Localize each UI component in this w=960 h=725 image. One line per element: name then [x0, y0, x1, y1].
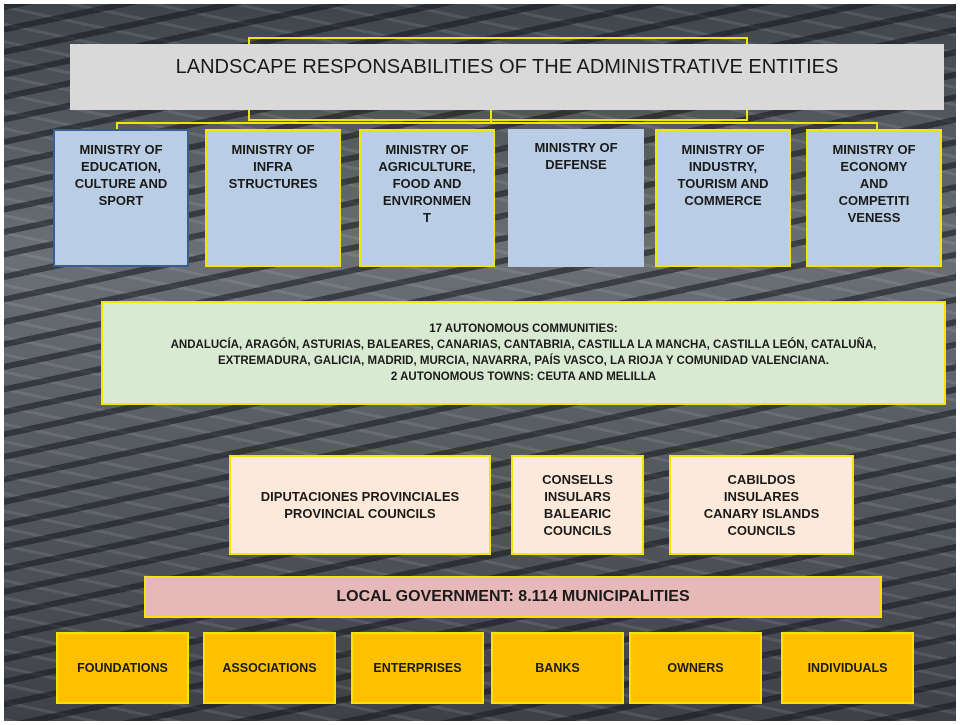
diagram-title: LANDSCAPE RESPONSABILITIES OF THE ADMINI… — [70, 44, 944, 110]
ministry-education-box: MINISTRY OF EDUCATION, CULTURE AND SPORT — [53, 129, 189, 267]
communities-heading: 17 AUTONOMOUS COMMUNITIES: — [429, 323, 618, 335]
individuals-box: INDIVIDUALS — [781, 632, 914, 704]
canary-councils-box: CABILDOS INSULARES CANARY ISLANDS COUNCI… — [669, 455, 854, 555]
slide-background: LANDSCAPE RESPONSABILITIES OF THE ADMINI… — [4, 4, 956, 721]
enterprises-box: ENTERPRISES — [351, 632, 484, 704]
ministry-defense-box: MINISTRY OF DEFENSE — [508, 129, 644, 267]
banks-box: BANKS — [491, 632, 624, 704]
foundations-box: FOUNDATIONS — [56, 632, 189, 704]
connector-center-line — [490, 104, 492, 124]
ministry-economy-box: MINISTRY OF ECONOMY AND COMPETITI VENESS — [806, 129, 942, 267]
ministry-agriculture-box: MINISTRY OF AGRICULTURE, FOOD AND ENVIRO… — [359, 129, 495, 267]
baleric-councils-box: CONSELLS INSULARS BALEARIC COUNCILS — [511, 455, 644, 555]
ministry-infrastructures-box: MINISTRY OF INFRA STRUCTURES — [205, 129, 341, 267]
local-government-box: LOCAL GOVERNMENT: 8.114 MUNICIPALITIES — [144, 576, 882, 618]
autonomous-towns: 2 AUTONOMOUS TOWNS: CEUTA AND MELILLA — [390, 371, 657, 383]
ministry-industry-box: MINISTRY OF INDUSTRY, TOURISM AND COMMER… — [655, 129, 791, 267]
autonomous-communities-box: 17 AUTONOMOUS COMMUNITIES: ANDALUCÍA, AR… — [101, 301, 946, 405]
communities-list-line-2: EXTREMADURA, GALICIA, MADRID, MURCIA, NA… — [217, 355, 829, 367]
owners-box: OWNERS — [629, 632, 762, 704]
associations-box: ASSOCIATIONS — [203, 632, 336, 704]
provincial-councils-box: DIPUTACIONES PROVINCIALES PROVINCIAL COU… — [229, 455, 491, 555]
communities-list-line-1: ANDALUCÍA, ARAGÓN, ASTURIAS, BALEARES, C… — [170, 339, 877, 351]
connector-ministry-bar — [116, 122, 878, 130]
